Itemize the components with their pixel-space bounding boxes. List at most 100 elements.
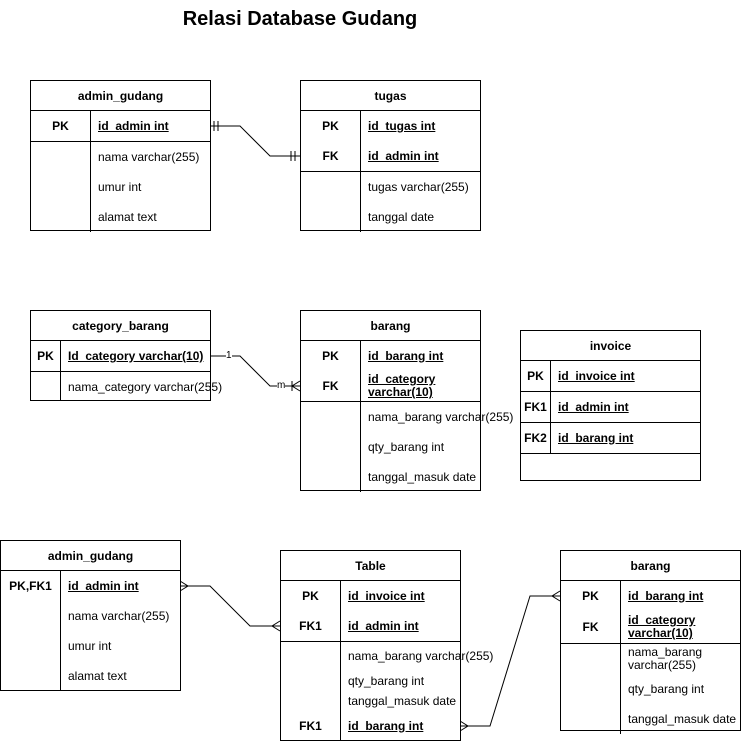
key-label: PK <box>301 341 361 371</box>
key-label <box>31 372 61 401</box>
field-label: id_invoice int <box>558 369 635 383</box>
entity-barang[interactable]: barang PK id_barang int FK id_category v… <box>300 310 513 492</box>
entity-row: nama varchar(255) <box>31 142 210 172</box>
field-label: id_barang int <box>368 349 444 363</box>
key-label <box>561 644 621 674</box>
field-label: id_category varchar(10) <box>368 372 436 399</box>
field-label: nama varchar(255) <box>68 609 170 623</box>
field-label: tanggal_masuk date <box>368 470 477 484</box>
field-label: id_barang int <box>348 718 424 733</box>
key-label <box>1 631 61 661</box>
field-label: id_barang int <box>558 431 634 445</box>
many-mark-barang <box>291 380 301 392</box>
field-label: nama_barang varchar(255) <box>348 649 494 663</box>
key-label <box>1 601 61 631</box>
many-mark-table-admin <box>271 620 281 632</box>
entity-row: qty_barang int <box>281 670 460 692</box>
field-label: id_admin int <box>558 400 629 414</box>
field-label: umur int <box>98 180 142 194</box>
key-label <box>301 432 361 462</box>
entity-row: nama_barang varchar(255) <box>301 402 513 432</box>
entity-title: tugas <box>301 81 480 111</box>
field-label: tanggal date <box>368 210 435 224</box>
key-label <box>301 402 361 432</box>
key-label <box>561 704 621 734</box>
key-label <box>31 142 91 172</box>
field-label: id_category varchar(10) <box>628 613 696 640</box>
entity-barang-2[interactable]: barang PK id_barang int FK id_category v… <box>560 550 741 734</box>
key-label: FK1 <box>281 611 341 641</box>
key-label: PK <box>281 581 341 611</box>
key-label: PK <box>31 341 61 371</box>
diagram-title: Relasi Database Gudang <box>182 8 418 30</box>
key-label <box>301 172 361 202</box>
entity-row: PK id_invoice int <box>281 581 460 611</box>
entity-row: FK2 id_barang int <box>521 423 700 454</box>
many-mark-admin <box>179 580 189 592</box>
entity-table[interactable]: Table PK id_invoice int FK1 id_admin int… <box>280 550 493 741</box>
key-label: FK2 <box>521 423 551 453</box>
field-label: Id_category varchar(10) <box>68 349 204 363</box>
entity-row: PK id_tugas int <box>301 111 480 141</box>
field-label: alamat text <box>98 210 157 224</box>
entity-row: FK1 id_admin int <box>281 611 460 642</box>
cardinality-one-label: 1 <box>226 350 232 361</box>
entity-row: tugas varchar(255) <box>301 172 480 202</box>
key-label: PK <box>561 581 621 611</box>
entity-row: FK1 id_barang int <box>281 710 460 741</box>
key-label <box>31 202 91 232</box>
entity-row: umur int <box>31 172 210 202</box>
field-label: nama_barang varchar(255) <box>368 410 514 424</box>
entity-title: Table <box>281 551 460 581</box>
field-label: id_barang int <box>628 589 704 603</box>
entity-tugas[interactable]: tugas PK id_tugas int FK id_admin int tu… <box>300 80 481 232</box>
many-mark-barang2 <box>551 590 561 602</box>
relation-admin-tugas <box>210 125 300 157</box>
key-label <box>281 692 341 710</box>
field-label: tanggal_masuk date <box>628 712 737 726</box>
field-label: id_admin int <box>348 619 419 633</box>
field-label: id_admin int <box>368 149 439 163</box>
entity-row: PK Id_category varchar(10) <box>31 341 210 372</box>
entity-row: nama_barang varchar(255) <box>561 644 740 674</box>
field-label: umur int <box>68 639 112 653</box>
entity-row: qty_barang int <box>301 432 480 462</box>
entity-row: qty_barang int <box>561 674 740 704</box>
field-label: nama_category varchar(255) <box>68 379 223 394</box>
entity-row: PK id_admin int <box>31 111 210 142</box>
key-label: FK <box>301 371 361 401</box>
key-label <box>281 670 341 692</box>
key-label: PK <box>521 361 551 391</box>
entity-category-barang[interactable]: category_barang PK Id_category varchar(1… <box>30 310 222 401</box>
entity-title: barang <box>301 311 480 341</box>
field-label: id_tugas int <box>368 119 436 133</box>
entity-row: tanggal_masuk date <box>281 692 460 710</box>
entity-title: invoice <box>521 331 700 361</box>
key-label <box>281 642 341 670</box>
entity-title: admin_gudang <box>1 541 180 571</box>
entity-row: PK id_barang int <box>301 341 480 371</box>
entity-admin-gudang-2[interactable]: admin_gudang PK,FK1 id_admin int nama va… <box>0 540 181 691</box>
relation-admin-table <box>180 585 280 627</box>
entity-row: FK id_category varchar(10) <box>301 371 480 402</box>
entity-row: PK,FK1 id_admin int <box>1 571 180 601</box>
entity-row: nama varchar(255) <box>1 601 180 631</box>
field-label: nama_barang varchar(255) <box>628 645 703 672</box>
entity-title: category_barang <box>31 311 210 341</box>
key-label: PK <box>301 111 361 141</box>
key-label <box>1 661 61 691</box>
key-label: PK <box>31 111 91 141</box>
key-label: FK <box>301 141 361 171</box>
entity-row: alamat text <box>31 202 210 232</box>
entity-invoice[interactable]: invoice PK id_invoice int FK1 id_admin i… <box>520 330 701 481</box>
entity-row: FK id_category varchar(10) <box>561 611 740 644</box>
entity-row: FK id_admin int <box>301 141 480 172</box>
key-label: FK1 <box>521 392 551 422</box>
entity-row: alamat text <box>1 661 180 691</box>
key-label: PK,FK1 <box>1 571 61 601</box>
field-label: qty_barang int <box>348 674 425 688</box>
field-label: qty_barang int <box>368 440 445 454</box>
entity-admin-gudang[interactable]: admin_gudang PK id_admin int nama varcha… <box>30 80 211 232</box>
key-label <box>301 462 361 492</box>
